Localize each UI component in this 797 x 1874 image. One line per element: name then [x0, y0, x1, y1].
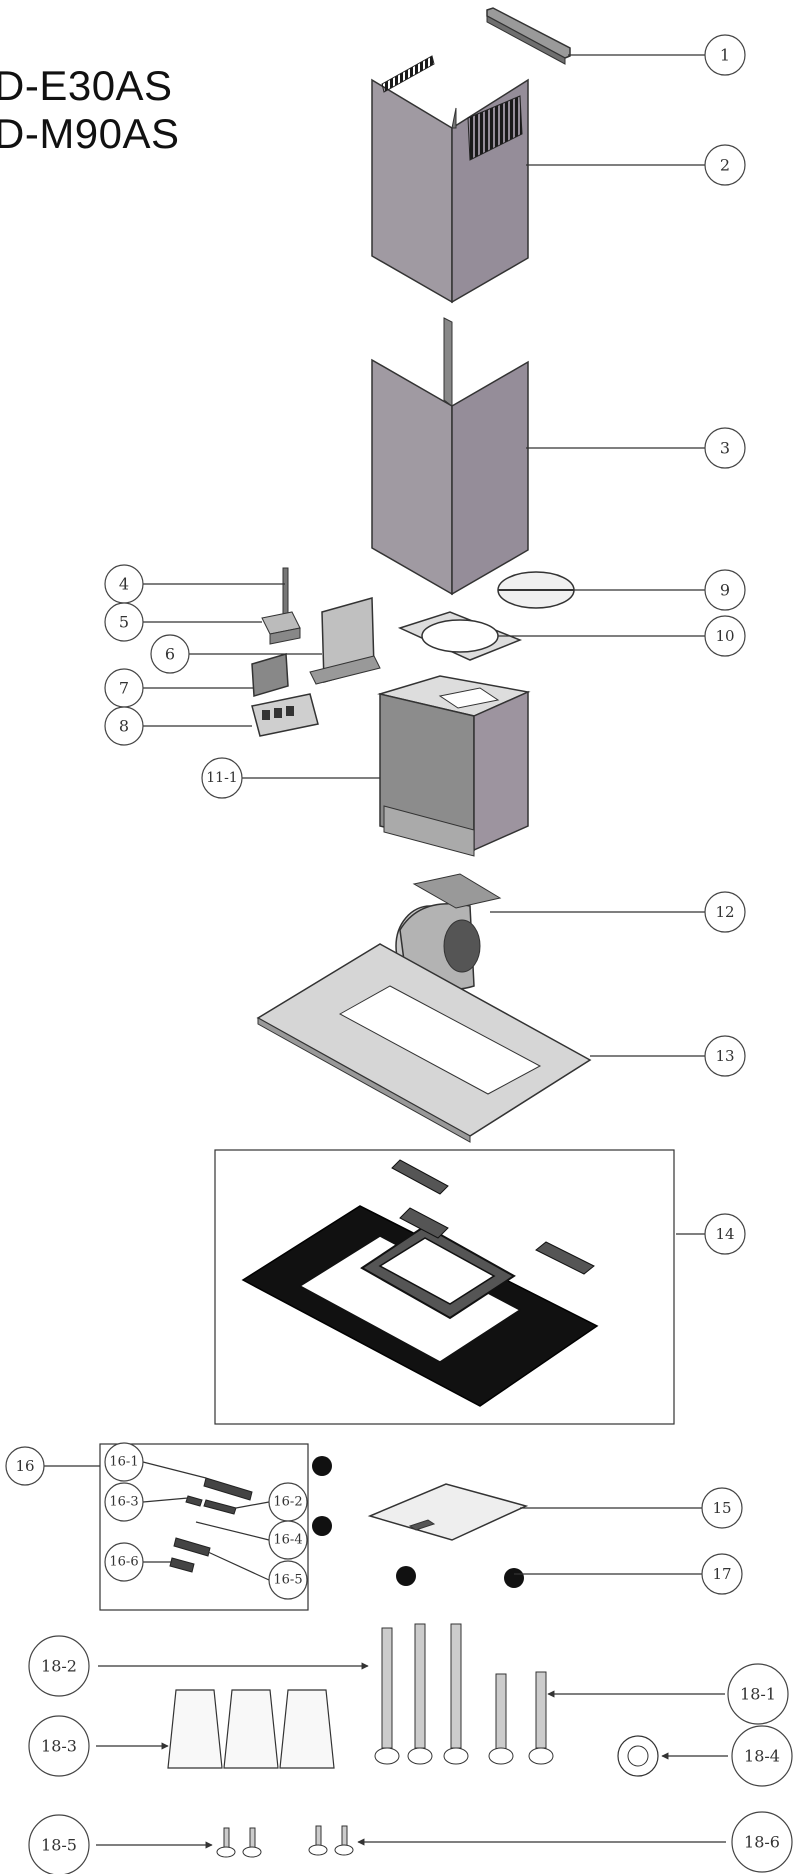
callout-16: 16: [5, 1446, 45, 1486]
callout-label: 8: [119, 717, 129, 736]
callout-label: 12: [715, 903, 734, 921]
callout-16-3: 16-3: [104, 1482, 144, 1522]
callout-18-1: 18-1: [727, 1663, 789, 1725]
model-title-line-1: D-E30AS: [0, 62, 173, 109]
callout-label: 3: [720, 439, 730, 458]
callout-6: 6: [150, 634, 190, 674]
control-panel: [251, 653, 289, 697]
callout-label: 15: [712, 1499, 731, 1517]
leader-lines: [44, 54, 728, 1849]
callout-label: 6: [165, 645, 175, 664]
callout-label: 16-4: [273, 1533, 302, 1548]
callout-label: 18-6: [744, 1833, 780, 1852]
callout-16-2: 16-2: [268, 1482, 308, 1522]
callout-label: 16-5: [273, 1573, 302, 1588]
callout-3: 3: [704, 427, 746, 469]
callout-label: 13: [715, 1047, 734, 1065]
filter-frame-assembly: [214, 1149, 675, 1425]
callout-label: 11-1: [206, 770, 237, 786]
callout-16-5: 16-5: [268, 1560, 308, 1600]
callout-9: 9: [704, 569, 746, 611]
callout-12: 12: [704, 891, 746, 933]
callout-label: 10: [715, 627, 734, 645]
callout-label: 16-2: [273, 1495, 302, 1510]
model-title-line-2: D-M90AS: [0, 110, 180, 157]
callout-17: 17: [701, 1553, 743, 1595]
callout-14: 14: [704, 1213, 746, 1255]
callout-11-1: 11-1: [201, 757, 243, 799]
callout-label: 9: [720, 581, 730, 600]
callout-5: 5: [104, 602, 144, 642]
callout-18-2: 18-2: [28, 1635, 90, 1697]
callout-16-6: 16-6: [104, 1542, 144, 1582]
long-screws: [374, 1623, 554, 1765]
callout-16-1: 16-1: [104, 1442, 144, 1482]
control-parts-group: [99, 1443, 309, 1611]
callout-label: 16: [15, 1457, 34, 1475]
short-screws: [216, 1825, 354, 1858]
base-plate: [256, 943, 592, 1143]
callout-label: 18-5: [41, 1836, 77, 1855]
grease-filter: [367, 1483, 529, 1541]
callout-label: 16-3: [109, 1495, 138, 1510]
callout-8: 8: [104, 706, 144, 746]
callout-18-6: 18-6: [731, 1811, 793, 1873]
wire-nuts: [167, 1689, 335, 1769]
callout-label: 16-1: [109, 1455, 138, 1470]
callout-label: 18-2: [41, 1657, 77, 1676]
filter-knobs: [312, 1456, 524, 1588]
callout-label: 2: [720, 156, 730, 175]
callout-label: 1: [720, 46, 730, 65]
callout-18-4: 18-4: [731, 1725, 793, 1787]
callout-16-4: 16-4: [268, 1520, 308, 1560]
callout-label: 18-4: [744, 1747, 780, 1766]
callout-label: 14: [715, 1225, 734, 1243]
callout-label: 16-6: [109, 1555, 138, 1570]
callout-label: 5: [119, 613, 129, 632]
damper-plate: [497, 571, 575, 609]
callout-1: 1: [704, 34, 746, 76]
callout-label: 18-1: [740, 1685, 776, 1704]
callout-18-3: 18-3: [28, 1715, 90, 1777]
main-housing: [377, 675, 531, 857]
callout-18-5: 18-5: [28, 1814, 90, 1874]
callout-7: 7: [104, 668, 144, 708]
callout-label: 18-3: [41, 1737, 77, 1756]
callout-label: 4: [119, 575, 129, 594]
control-box: [251, 693, 319, 737]
callout-2: 2: [704, 144, 746, 186]
control-board-bracket: [309, 597, 381, 685]
callout-label: 7: [119, 679, 129, 698]
callout-4: 4: [104, 564, 144, 604]
callout-15: 15: [701, 1487, 743, 1529]
mounting-bracket: [486, 7, 571, 65]
washer: [617, 1735, 659, 1777]
callout-13: 13: [704, 1035, 746, 1077]
lower-chimney-cover: [371, 317, 529, 596]
upper-chimney-cover: [371, 55, 529, 304]
junction-box-and-probe: [261, 567, 301, 645]
callout-label: 17: [712, 1565, 731, 1583]
callout-10: 10: [704, 615, 746, 657]
